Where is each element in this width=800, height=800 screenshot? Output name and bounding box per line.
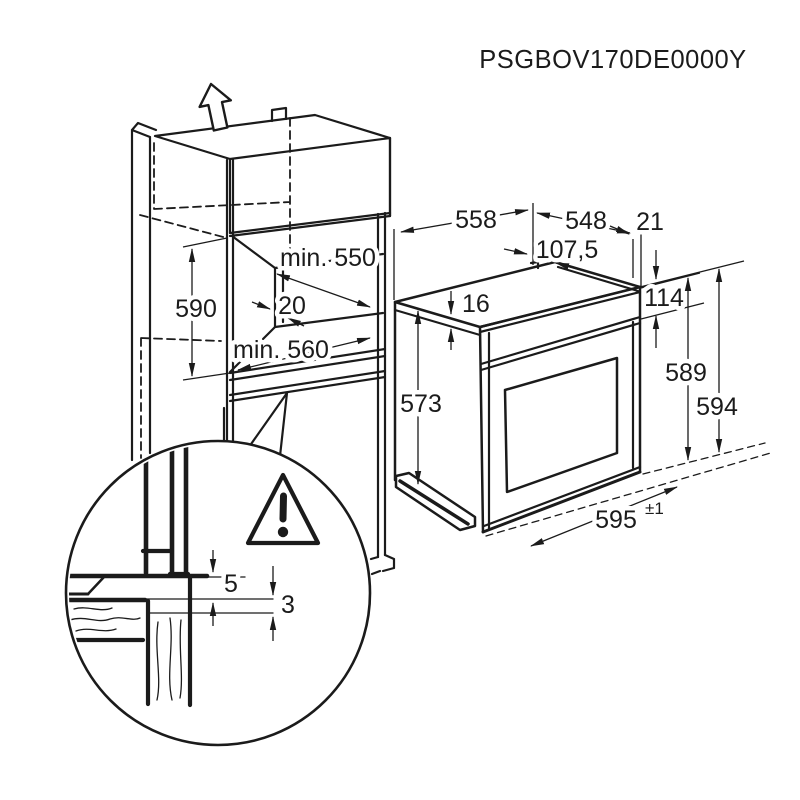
- dim-niche-width-label: min. 560: [233, 336, 329, 364]
- dim-front-overhang-label: 21: [636, 208, 664, 236]
- detail-callout: 5 3: [64, 391, 372, 747]
- dim-gap-bottom-label: 3: [281, 591, 295, 619]
- warning-triangle-icon: [245, 472, 321, 546]
- dim-depth-top-label: 558: [455, 206, 497, 234]
- dim-rear-gap-label: 20: [278, 292, 306, 320]
- oven-dimensions: 558 548 21 107,5 16 114 573 589 594 595 …: [393, 202, 775, 547]
- cabinet-dimensions: 590 min. 550 20 min. 560: [171, 237, 380, 381]
- removal-direction-arrow-icon: [198, 82, 233, 132]
- dim-height-overall-label: 589: [665, 359, 707, 387]
- dim-top-offset-label: 107,5: [536, 236, 599, 264]
- dim-width-tolerance-label: ±1: [645, 499, 664, 518]
- dim-niche-depth-label: min. 550: [280, 244, 376, 272]
- dim-panel-height-label: 114: [644, 284, 684, 312]
- detail-circle: [64, 439, 372, 747]
- detail-section: [69, 444, 274, 708]
- dim-body-height-label: 573: [400, 390, 442, 418]
- dim-top-rim-label: 16: [462, 290, 490, 318]
- dim-width-label: 595: [595, 506, 637, 534]
- dim-depth-body-label: 548: [565, 207, 607, 235]
- dim-gap-top-label: 5: [224, 570, 238, 598]
- model-number: PSGBOV170DE0000Y: [479, 46, 746, 74]
- dim-niche-height-label: 590: [175, 295, 217, 323]
- dim-height-front-label: 594: [696, 393, 738, 421]
